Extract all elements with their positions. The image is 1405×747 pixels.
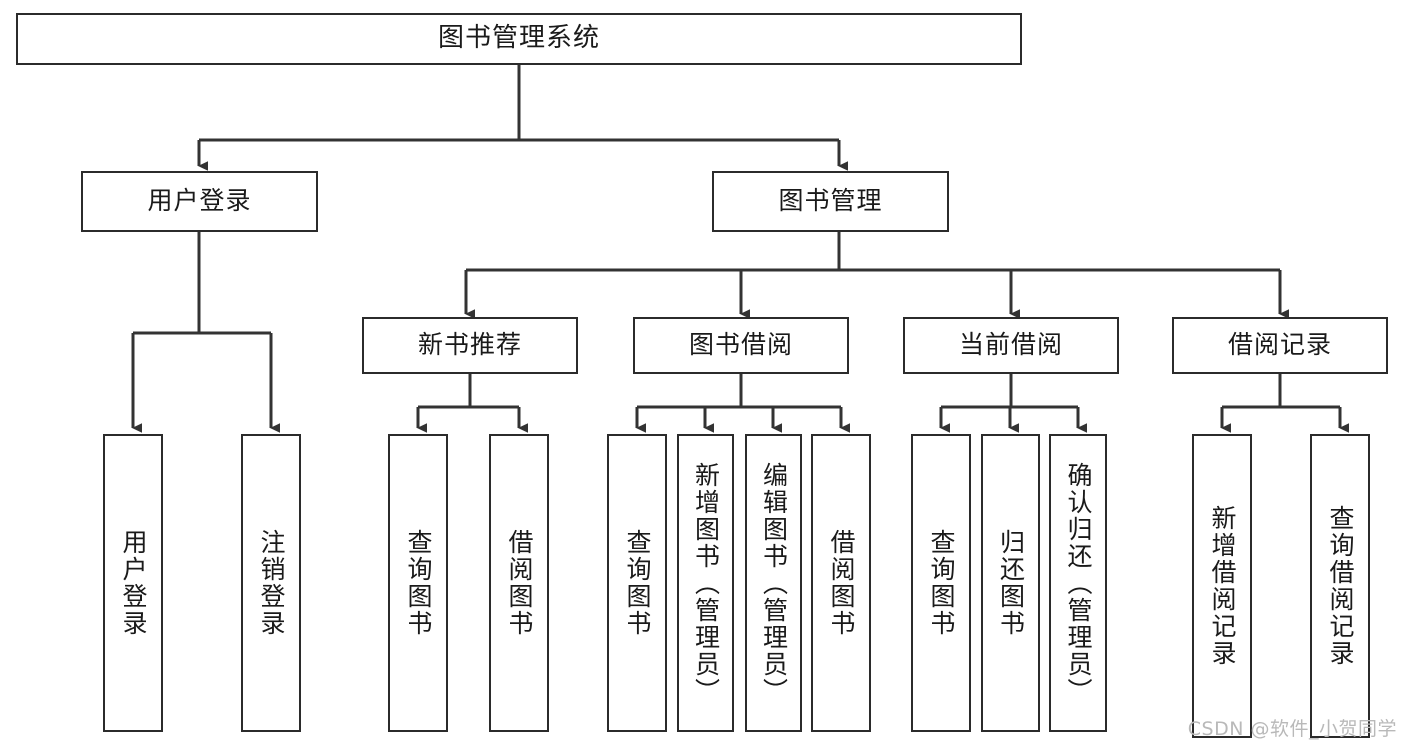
- node-leaf-return-book-label: 归还图书: [996, 529, 1026, 637]
- node-leaf-borrow-book-2-label: 借阅图书: [827, 529, 856, 637]
- node-leaf-query-book-3[interactable]: 查询图书: [911, 434, 971, 732]
- node-leaf-user-login[interactable]: 用户登录: [103, 434, 163, 732]
- node-leaf-return-book[interactable]: 归还图书: [981, 434, 1040, 732]
- node-leaf-logout-label: 注销登录: [257, 529, 286, 637]
- csdn-watermark: CSDN @软件_小贺同学: [1187, 718, 1397, 740]
- node-leaf-logout[interactable]: 注销登录: [241, 434, 301, 732]
- node-borrow-record-label: 借阅记录: [1227, 330, 1332, 360]
- node-leaf-confirm-return-label: 确认归还（管理员）: [1064, 461, 1093, 705]
- node-leaf-user-login-label: 用户登录: [119, 529, 148, 637]
- node-leaf-query-book-3-label: 查询图书: [927, 529, 956, 637]
- node-leaf-borrow-book-1[interactable]: 借阅图书: [489, 434, 549, 732]
- node-leaf-query-book-2-label: 查询图书: [623, 529, 652, 637]
- node-new-book-recommendation-label: 新书推荐: [417, 330, 522, 360]
- node-user-login[interactable]: 用户登录: [81, 171, 318, 232]
- node-user-login-label: 用户登录: [147, 186, 252, 216]
- node-new-book-recommendation[interactable]: 新书推荐: [362, 317, 578, 374]
- node-leaf-edit-book-label: 编辑图书（管理员）: [759, 461, 789, 705]
- node-leaf-query-book-1[interactable]: 查询图书: [388, 434, 448, 732]
- node-leaf-query-record[interactable]: 查询借阅记录: [1310, 434, 1370, 738]
- node-leaf-query-book-2[interactable]: 查询图书: [607, 434, 667, 732]
- node-root-system[interactable]: 图书管理系统: [16, 13, 1022, 65]
- node-borrow-record[interactable]: 借阅记录: [1172, 317, 1388, 374]
- node-book-manage[interactable]: 图书管理: [712, 171, 949, 232]
- node-current-borrow[interactable]: 当前借阅: [903, 317, 1119, 374]
- node-leaf-borrow-book-2[interactable]: 借阅图书: [811, 434, 871, 732]
- node-leaf-edit-book[interactable]: 编辑图书（管理员）: [745, 434, 802, 732]
- node-leaf-borrow-book-1-label: 借阅图书: [505, 529, 534, 637]
- node-leaf-add-book-label: 新增图书（管理员）: [691, 461, 721, 705]
- node-leaf-confirm-return[interactable]: 确认归还（管理员）: [1049, 434, 1107, 732]
- node-leaf-add-record[interactable]: 新增借阅记录: [1192, 434, 1252, 738]
- node-root-system-label: 图书管理系统: [437, 23, 600, 54]
- node-leaf-query-book-1-label: 查询图书: [404, 529, 433, 637]
- node-leaf-query-record-label: 查询借阅记录: [1326, 505, 1355, 667]
- node-current-borrow-label: 当前借阅: [958, 330, 1063, 360]
- node-book-manage-label: 图书管理: [778, 186, 883, 216]
- node-book-borrow[interactable]: 图书借阅: [633, 317, 849, 374]
- node-leaf-add-book[interactable]: 新增图书（管理员）: [677, 434, 734, 732]
- node-book-borrow-label: 图书借阅: [688, 330, 793, 360]
- node-leaf-add-record-label: 新增借阅记录: [1208, 505, 1237, 667]
